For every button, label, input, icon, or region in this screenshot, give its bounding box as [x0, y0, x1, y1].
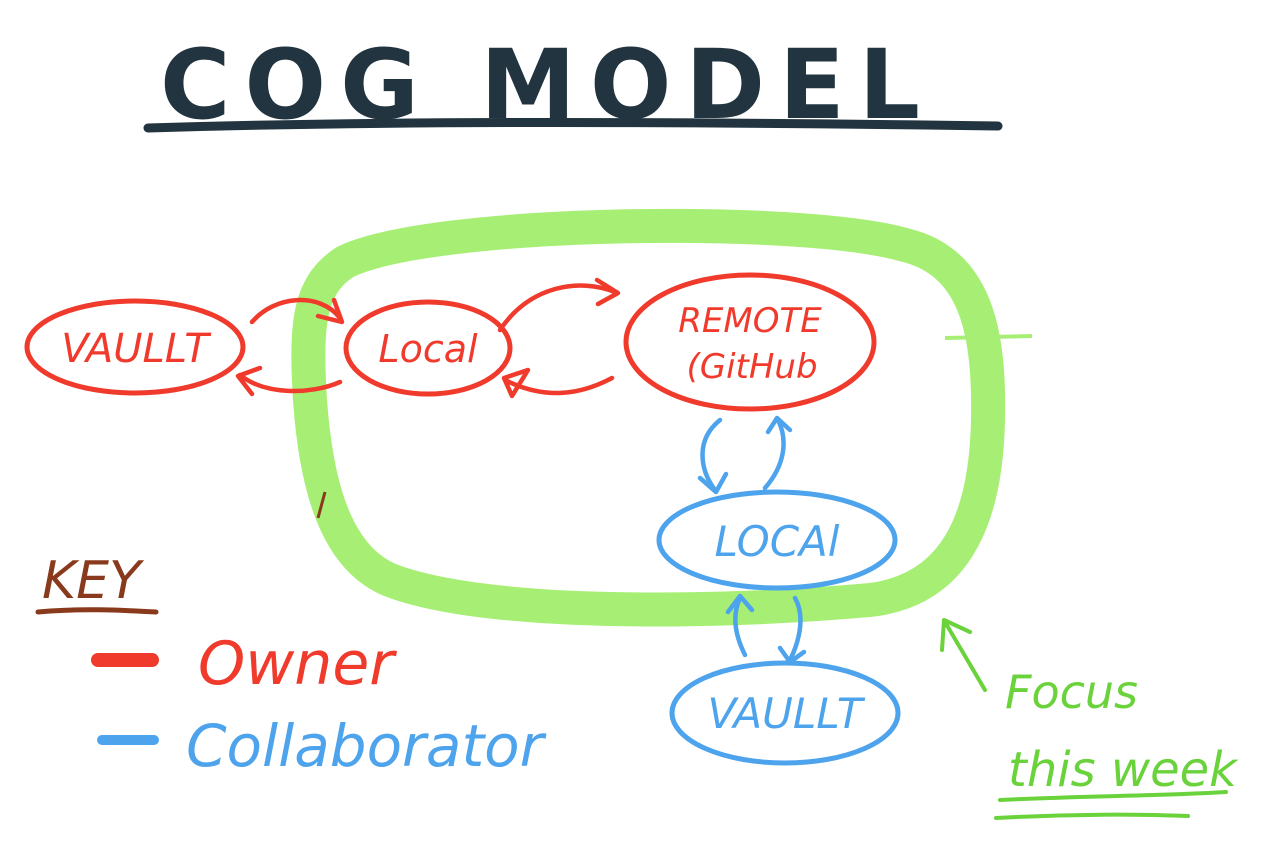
arrow-head-local-to-vault [235, 365, 263, 397]
remote-github-node: REMOTE (GitHub [623, 272, 877, 412]
arrow-head-collab-local-to-remote [765, 415, 793, 435]
legend-heading: KEY [42, 551, 145, 611]
legend-collaborator-label: Collaborator [186, 712, 547, 780]
remote-label-line2: (GitHub [686, 347, 817, 387]
focus-underline-1 [998, 790, 1228, 802]
arrow-head-local-to-remote [594, 277, 621, 307]
arrow-head-collab-vault-to-local [725, 593, 755, 615]
collaborator-arrows [697, 415, 807, 665]
remote-label-line1: REMOTE [678, 301, 822, 341]
collaborator-local-label: LOCAl [715, 517, 840, 566]
owner-arrows [235, 277, 621, 399]
arrow-head-remote-to-collab-local [697, 471, 729, 495]
arrow-local-to-vault [237, 372, 343, 394]
collaborator-vault-label: VAULLT [708, 689, 866, 738]
owner-local-node: Local [343, 299, 513, 397]
legend: KEY Owner Collaborator [35, 551, 547, 780]
focus-highlight-ring [291, 208, 1006, 627]
focus-annotation: Focus this week [940, 618, 1239, 820]
focus-mark-tick [944, 334, 1033, 340]
title-underline [143, 118, 1003, 133]
focus-text-line2: this week [1008, 742, 1239, 798]
arrow-remote-to-collab-local [700, 417, 723, 493]
legend-heading-underline [35, 607, 159, 615]
focus-arrow-head [940, 618, 972, 652]
focus-arrow [943, 620, 987, 692]
stray-mark [316, 491, 327, 519]
collaborator-local-node: LOCAl [656, 489, 898, 591]
arrow-vault-to-local [249, 297, 343, 325]
arrow-local-to-remote [497, 283, 618, 333]
owner-vault-label: VAULLT [61, 326, 212, 372]
arrow-head-vault-to-local [315, 297, 345, 325]
focus-text-line1: Focus [1005, 665, 1138, 719]
owner-vault-node: VAULLT [24, 298, 246, 396]
legend-owner-label: Owner [198, 629, 397, 699]
collaborator-vault-node: VAULLT [669, 660, 901, 766]
arrow-head-collab-local-to-vault [777, 645, 807, 665]
arrow-collab-local-to-vault [787, 595, 803, 663]
focus-underline-2 [994, 812, 1190, 820]
owner-local-label: Local [378, 327, 478, 371]
arrow-collab-local-to-remote [762, 417, 786, 491]
arrow-head-remote-to-local [501, 367, 531, 399]
arrow-collab-vault-to-local [733, 595, 748, 658]
